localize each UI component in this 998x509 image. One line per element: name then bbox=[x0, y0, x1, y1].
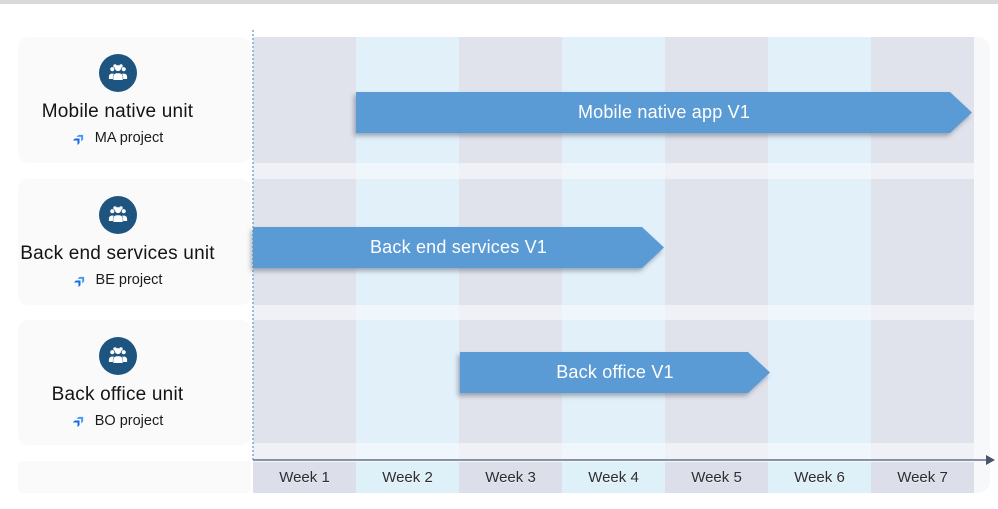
week-row-left-spacer bbox=[18, 461, 251, 493]
week-label-cell-3: Week 3 bbox=[459, 462, 562, 493]
roadmap-bar-back-end-services-v1[interactable]: Back end services V1 bbox=[253, 227, 664, 268]
week-label: Week 5 bbox=[691, 469, 742, 486]
team-name: Back office unit bbox=[51, 383, 184, 405]
team-group-icon bbox=[98, 196, 137, 234]
jira-icon bbox=[73, 273, 88, 288]
row-gap bbox=[253, 305, 974, 320]
row-gap bbox=[253, 443, 974, 459]
week-label: Week 3 bbox=[485, 469, 536, 486]
week-label-cell-4: Week 4 bbox=[562, 462, 665, 493]
team-card-mobile-native-unit[interactable]: Mobile native unit MA project bbox=[18, 37, 251, 163]
roadmap-bar-back-office-v1[interactable]: Back office V1 bbox=[460, 352, 770, 393]
team-card-back-end-services-unit[interactable]: Back end services unit BE project bbox=[18, 179, 251, 305]
team-name: Mobile native unit bbox=[41, 101, 194, 122]
bar-label: Mobile native app V1 bbox=[577, 102, 751, 122]
team-name: Back end services unit bbox=[20, 243, 215, 264]
project-label: MA project bbox=[94, 130, 164, 146]
week-label-cell-7: Week 7 bbox=[871, 462, 974, 493]
project-row: BO project bbox=[72, 412, 164, 429]
week-label-cell-2: Week 2 bbox=[356, 462, 459, 493]
jira-icon bbox=[72, 131, 87, 146]
bar-label: Back office V1 bbox=[556, 362, 674, 382]
project-label: BE project bbox=[95, 272, 163, 288]
week-label: Week 1 bbox=[279, 469, 330, 486]
week-label: Week 2 bbox=[382, 469, 433, 486]
bar-label: Back end services V1 bbox=[369, 237, 548, 257]
row-gap bbox=[253, 163, 974, 179]
team-card-back-office-unit[interactable]: Back office unit BO project bbox=[18, 320, 251, 445]
week-label-cell-6: Week 6 bbox=[768, 462, 871, 493]
week-label: Week 4 bbox=[588, 469, 639, 486]
roadmap-bar-mobile-native-app-v1[interactable]: Mobile native app V1 bbox=[356, 92, 972, 133]
team-group-icon bbox=[98, 336, 137, 375]
week-label: Week 7 bbox=[897, 469, 948, 486]
team-group-icon bbox=[98, 54, 137, 92]
timeline-axis bbox=[253, 459, 987, 461]
top-border-strip bbox=[0, 0, 998, 4]
week-label-cell-5: Week 5 bbox=[665, 462, 768, 493]
project-row: BE project bbox=[73, 272, 163, 288]
project-row: MA project bbox=[72, 130, 164, 146]
axis-arrowhead-icon bbox=[986, 455, 995, 465]
jira-icon bbox=[72, 413, 87, 428]
week-label-cell-1: Week 1 bbox=[253, 462, 356, 493]
week-label: Week 6 bbox=[794, 469, 845, 486]
project-label: BO project bbox=[94, 412, 164, 429]
